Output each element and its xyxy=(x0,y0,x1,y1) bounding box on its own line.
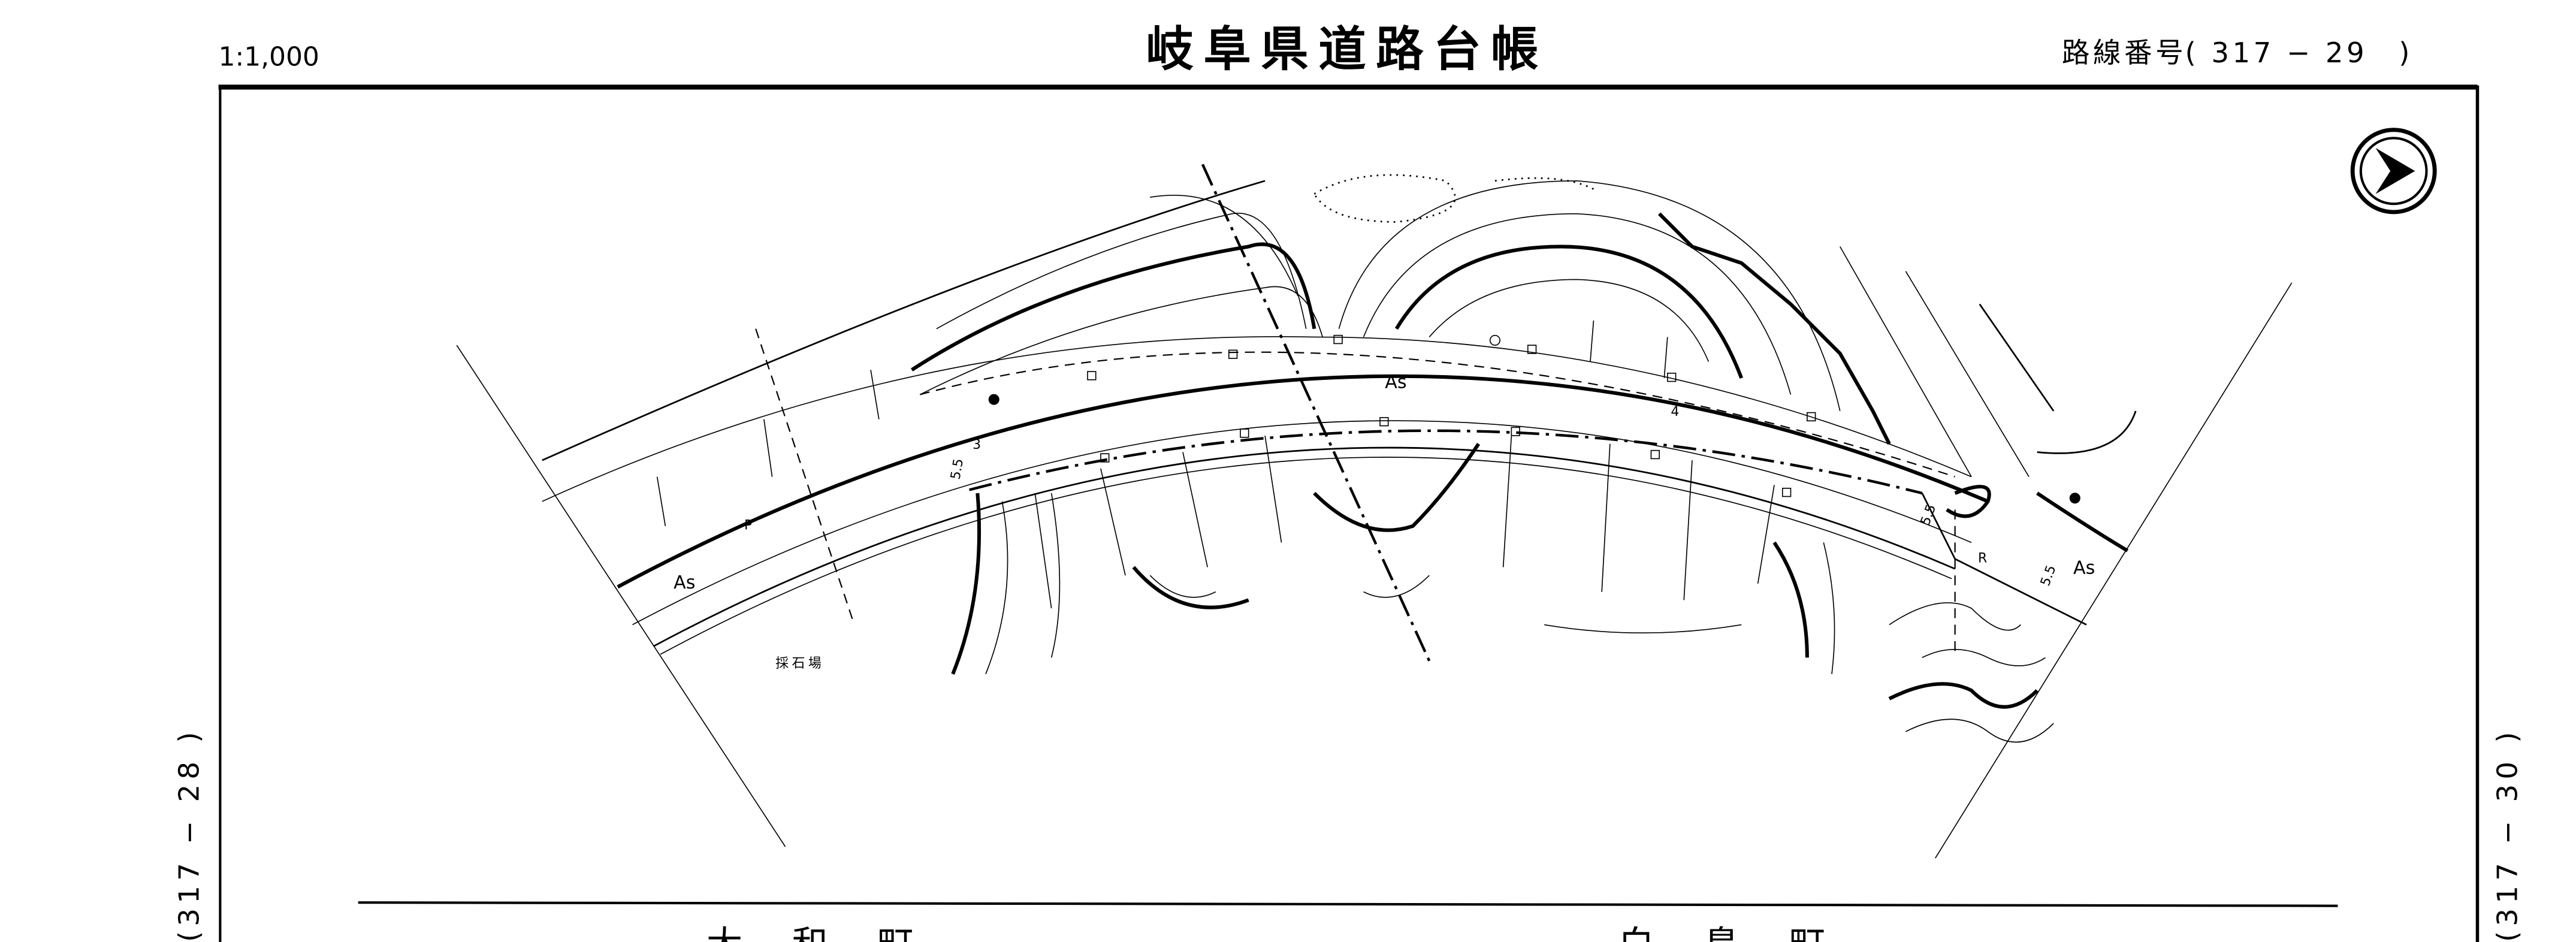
route-label: 路線番号 xyxy=(2062,37,2187,69)
town-left: 大 和 町 xyxy=(706,924,920,942)
lane-label: 3 xyxy=(973,437,981,452)
town-right: 白 鳥 町 xyxy=(1618,924,1832,942)
p-mark: P xyxy=(744,518,752,533)
contour-lines xyxy=(911,174,2055,743)
admin-boundary-line xyxy=(1201,164,1431,662)
width-label: 5.5 xyxy=(2038,563,2059,588)
road-alignment xyxy=(542,180,2137,655)
quarry-label: 採石場 xyxy=(775,656,825,671)
width-label: 5.5 xyxy=(948,457,967,481)
map-annotations: As As As P R 3 4 5.5 5.5 5.5 採石場 xyxy=(674,372,2095,671)
surface-label: As xyxy=(674,572,695,593)
footer-divider xyxy=(358,901,2338,907)
r-mark: R xyxy=(1978,551,1987,566)
route-number: ( 317 − 29 ) xyxy=(2185,37,2412,69)
previous-sheet-link[interactable]: (317 − 28 ) xyxy=(173,727,206,942)
lane-label: 4 xyxy=(1671,404,1679,419)
page-title: 岐阜県道路台帳 xyxy=(1146,22,1548,77)
width-label: 5.5 xyxy=(1918,503,1939,527)
manhole-icons xyxy=(988,334,2080,504)
sheet-boundary-left xyxy=(456,345,786,847)
slope-hatching xyxy=(656,320,1775,609)
surface-label: As xyxy=(1385,372,1406,393)
surface-label: As xyxy=(2073,557,2095,578)
scale-label: 1:1,000 xyxy=(219,42,319,73)
culvert-left xyxy=(755,328,855,625)
sheet-boundary-right xyxy=(1935,282,2293,859)
next-sheet-link[interactable]: (317 − 30 ) xyxy=(2491,727,2523,942)
north-arrow-icon xyxy=(2350,128,2437,215)
